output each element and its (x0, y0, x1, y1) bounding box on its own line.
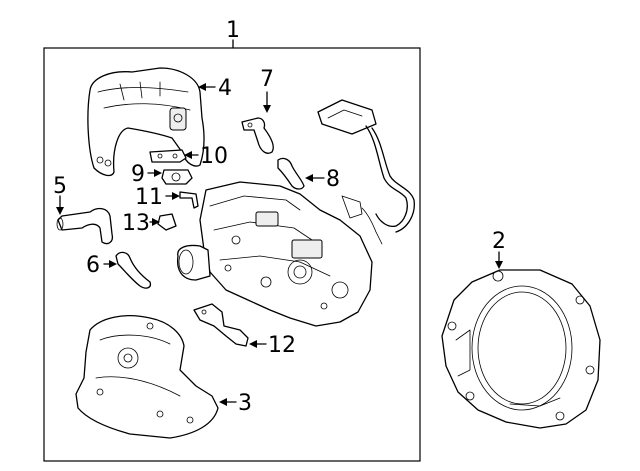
callout-3: 3 (219, 391, 252, 416)
hose-bracket-part (241, 117, 274, 154)
callout-11-arrow (172, 192, 180, 200)
callout-6: 6 (86, 253, 117, 278)
small-bracket-part (149, 149, 187, 163)
callout-7: 7 (260, 67, 274, 113)
callout-5: 5 (53, 174, 67, 215)
assembly-frame (43, 47, 421, 462)
callout-10-arrow (184, 151, 192, 159)
callout-11: 11 (135, 185, 180, 210)
harness-bracket-part (193, 303, 249, 347)
callout-5-arrow (56, 207, 64, 215)
callout-13-arrow (152, 218, 160, 226)
callout-7-label: 7 (260, 67, 274, 92)
sensor-part (161, 169, 193, 185)
callout-8-arrow (305, 174, 313, 182)
callout-6-arrow (109, 260, 117, 268)
callout-8: 8 (305, 167, 340, 192)
callout-13-label: 13 (122, 211, 150, 236)
callout-8-label: 8 (326, 167, 340, 192)
lower-hose-part (115, 251, 152, 289)
callout-2-label: 2 (492, 229, 506, 254)
callout-9-label: 9 (131, 162, 145, 187)
callout-11-label: 11 (135, 185, 163, 210)
clip-part (157, 213, 177, 231)
lower-cover-part (75, 315, 219, 439)
wiring-harness-part (317, 99, 415, 245)
callout-3-label: 3 (238, 391, 252, 416)
callout-10: 10 (184, 144, 228, 169)
callout-12-arrow (249, 340, 257, 348)
callout-5-label: 5 (53, 174, 67, 199)
transaxle-body-part (176, 181, 373, 327)
pipe-part (56, 207, 114, 245)
callout-9: 9 (131, 162, 162, 187)
callout-12: 12 (249, 333, 296, 358)
housing-part (441, 269, 601, 429)
callout-4-arrow (198, 83, 206, 91)
tube-part (179, 191, 199, 209)
callout-1: 1 (226, 18, 240, 49)
callout-12-label: 12 (268, 333, 296, 358)
callout-2-arrow (495, 261, 503, 269)
callout-13: 13 (122, 211, 160, 236)
callout-4: 4 (198, 76, 232, 101)
callout-6-label: 6 (86, 253, 100, 278)
callout-4-label: 4 (218, 76, 232, 101)
callout-1-label: 1 (226, 18, 240, 43)
callout-3-arrow (219, 398, 227, 406)
callout-7-arrow (263, 105, 271, 113)
callout-10-label: 10 (200, 144, 228, 169)
callout-9-arrow (154, 169, 162, 177)
upper-cover-part (87, 67, 205, 177)
hose-part (277, 157, 305, 190)
callout-2: 2 (492, 229, 506, 269)
